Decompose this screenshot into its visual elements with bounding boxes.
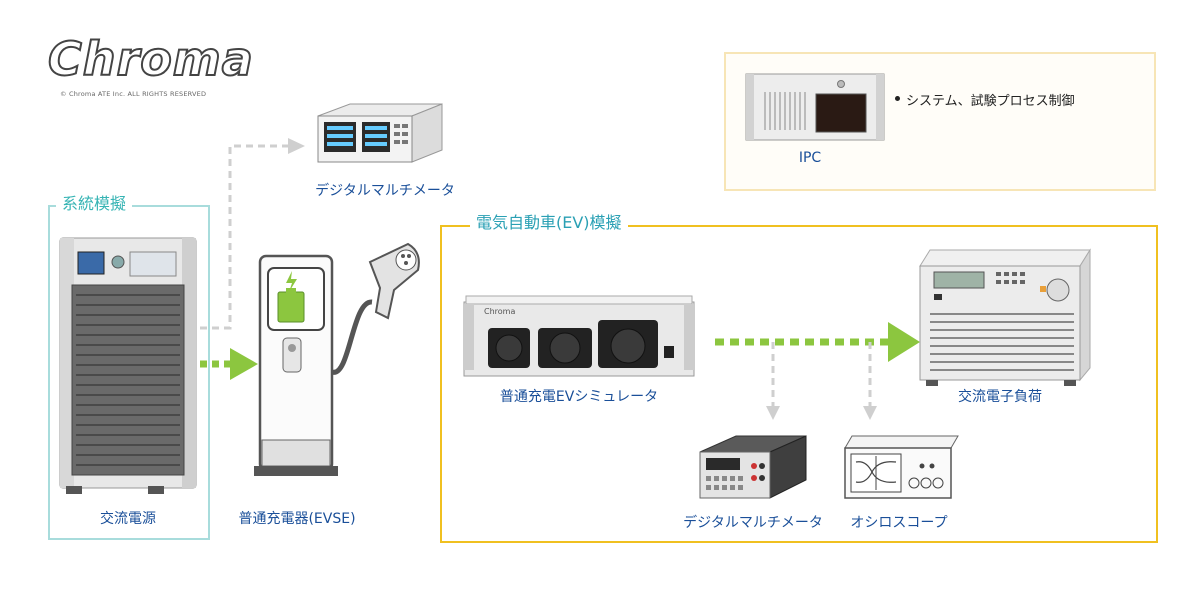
bullet-icon <box>895 96 900 101</box>
bottom-meter-label: デジタルマルチメータ <box>683 515 823 531</box>
svg-text:Chroma: Chroma <box>484 307 515 316</box>
system-sim-title: 系統模擬 <box>56 195 133 213</box>
power-arrow-sim-to-load <box>715 322 920 362</box>
ev-sim-frame <box>440 225 1158 543</box>
power-meter-icon <box>317 103 443 163</box>
ac-load-label: 交流電子負荷 <box>958 389 1042 405</box>
top-meter-label: デジタルマルチメータ <box>315 183 455 199</box>
ipc-description: システム、試験プロセス制御 <box>906 94 1075 109</box>
chroma-logo: Chroma <box>47 32 254 86</box>
signal-arrow-to-top-meter <box>200 138 305 330</box>
power-arrow-source-to-evse <box>200 348 258 380</box>
industrial-pc-icon <box>745 73 885 141</box>
ipc-label: IPC <box>798 150 822 166</box>
ac-source-label: 交流電源 <box>100 511 156 527</box>
signal-arrow-to-oscilloscope <box>863 342 877 420</box>
digital-multimeter-icon <box>699 435 807 499</box>
ev-sim-title: 電気自動車(EV)模擬 <box>470 214 628 232</box>
ac-electronic-load-icon <box>919 248 1091 386</box>
ac-power-source-icon <box>59 237 197 494</box>
evse-label: 普通充電器(EVSE) <box>238 511 356 527</box>
ev-simulator-icon: Chroma <box>463 295 695 377</box>
copyright-text: © Chroma ATE Inc. ALL RIGHTS RESERVED <box>60 90 207 98</box>
oscilloscope-icon <box>844 435 959 499</box>
signal-arrow-to-bottom-meter <box>766 342 780 420</box>
ev-simulator-label: 普通充電EVシミュレータ <box>499 389 659 405</box>
ev-charger-icon <box>254 254 373 476</box>
oscilloscope-label: オシロスコープ <box>850 515 948 531</box>
charging-plug-icon <box>368 242 420 320</box>
